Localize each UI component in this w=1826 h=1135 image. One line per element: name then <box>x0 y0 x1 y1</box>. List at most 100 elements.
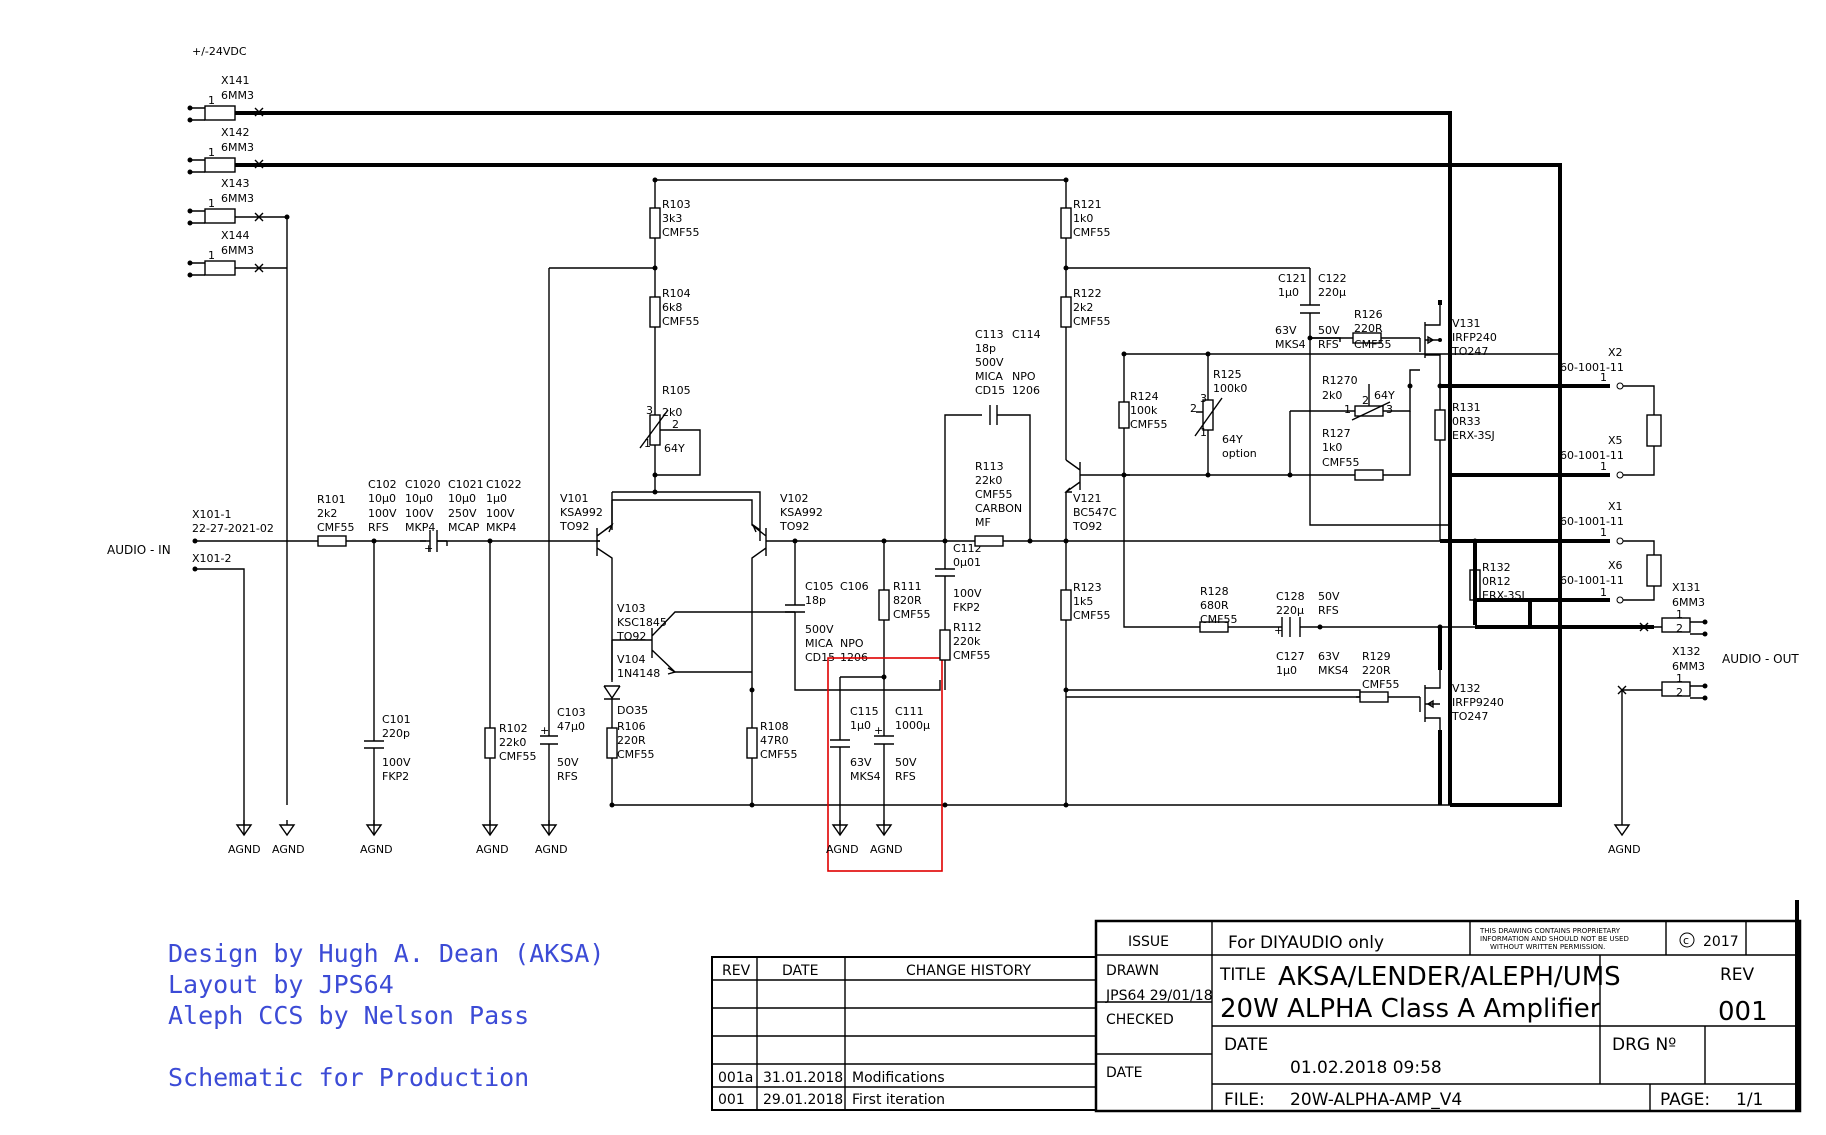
credit-ccs: Aleph CCS by Nelson Pass <box>168 1001 529 1030</box>
svg-text:1: 1 <box>1676 672 1683 685</box>
svg-text:CMF55: CMF55 <box>1354 338 1392 351</box>
r129-resistor: R129 220R CMF55 <box>1066 650 1420 703</box>
svg-text:CD15: CD15 <box>975 384 1005 397</box>
svg-text:20W-ALPHA-AMP_V4: 20W-ALPHA-AMP_V4 <box>1290 1090 1462 1110</box>
svg-text:DO35: DO35 <box>617 704 648 717</box>
svg-text:22k0: 22k0 <box>499 736 526 749</box>
svg-text:1: 1 <box>1600 460 1607 473</box>
r122-resistor: R122 2k2 CMF55 <box>1060 265 1310 460</box>
svg-text:0R12: 0R12 <box>1482 575 1511 588</box>
svg-text:X101-1: X101-1 <box>192 508 232 521</box>
r101-resistor: R101 2k2 CMF55 <box>317 493 355 547</box>
svg-text:29.01.2018: 29.01.2018 <box>763 1092 843 1108</box>
svg-text:60-1001-11: 60-1001-11 <box>1560 574 1624 587</box>
svg-text:MICA: MICA <box>805 637 833 650</box>
connector-x144: X144 6MM3 12 <box>187 229 254 278</box>
svg-text:220R: 220R <box>1362 664 1391 677</box>
svg-text:FILE:: FILE: <box>1224 1090 1265 1110</box>
svg-text:TO92: TO92 <box>616 630 646 643</box>
svg-text:X6: X6 <box>1608 559 1623 572</box>
svg-text:X141: X141 <box>221 74 250 87</box>
svg-text:2017: 2017 <box>1703 934 1739 950</box>
svg-text:R132: R132 <box>1482 561 1511 574</box>
svg-text:TO92: TO92 <box>1072 520 1102 533</box>
svg-text:R131: R131 <box>1452 401 1481 414</box>
svg-text:CHECKED: CHECKED <box>1106 1012 1174 1028</box>
input-coupling-caps: + <box>371 530 600 555</box>
c113-capacitor: C113 18p 500V MICA CD15 C114 NPO 1206 <box>944 328 1041 541</box>
svg-text:220p: 220p <box>382 727 410 740</box>
svg-text:R127: R127 <box>1322 427 1351 440</box>
svg-text:100k0: 100k0 <box>1213 382 1247 395</box>
r123-resistor: R123 1k5 CMF55 <box>1060 538 1111 805</box>
svg-text:1: 1 <box>1200 426 1207 439</box>
svg-text:V131: V131 <box>1452 317 1481 330</box>
svg-text:INFORMATION AND SHOULD NOT BE: INFORMATION AND SHOULD NOT BE USED <box>1480 935 1629 943</box>
svg-text:AGND: AGND <box>272 843 305 856</box>
svg-text:JPS64 29/01/18: JPS64 29/01/18 <box>1105 988 1213 1004</box>
svg-text:10µ0: 10µ0 <box>448 492 476 505</box>
c101-capacitor: C101 220p 100V FKP2 <box>364 541 411 835</box>
svg-text:KSA992: KSA992 <box>560 506 603 519</box>
svg-text:C105: C105 <box>805 580 834 593</box>
svg-text:0R33: 0R33 <box>1452 415 1481 428</box>
svg-text:R129: R129 <box>1362 650 1391 663</box>
svg-text:R111: R111 <box>893 580 922 593</box>
r127-resistor: R127 1k0 CMF55 <box>1287 411 1411 481</box>
r102-resistor: R102 22k0 CMF55 <box>484 541 537 835</box>
svg-text:1µ0: 1µ0 <box>850 719 871 732</box>
svg-text:V104: V104 <box>617 653 646 666</box>
svg-text:X5: X5 <box>1608 434 1623 447</box>
svg-text:DATE: DATE <box>1106 1065 1142 1081</box>
svg-text:1N4148: 1N4148 <box>617 667 660 680</box>
r108-resistor: R108 47R0 CMF55 <box>746 682 798 808</box>
svg-text:C1021: C1021 <box>448 478 484 491</box>
svg-text:+: + <box>424 542 433 555</box>
svg-text:MKS4: MKS4 <box>1318 664 1349 677</box>
c105-capacitor: C105 18p 500V MICA CD15 C106 NPO 1206 <box>785 538 941 691</box>
v131-mosfet: V131 IRFP240 TO247 <box>1419 305 1497 375</box>
svg-text:1µ0: 1µ0 <box>486 492 507 505</box>
svg-text:R106: R106 <box>617 720 646 733</box>
svg-text:ISSUE: ISSUE <box>1128 934 1169 950</box>
svg-text:6MM3: 6MM3 <box>221 244 254 257</box>
svg-text:2k0: 2k0 <box>1322 389 1342 402</box>
c121-c122-capacitors: C121 1µ0 63V MKS4 C122 220µ 50V RFS <box>1275 268 1347 351</box>
svg-text:1k5: 1k5 <box>1073 595 1093 608</box>
svg-text:+: + <box>540 724 549 737</box>
c111-capacitor: + C111 1000µ 50V RFS <box>874 677 930 835</box>
svg-text:100V: 100V <box>368 507 397 520</box>
svg-text:6MM3: 6MM3 <box>221 192 254 205</box>
svg-text:TO92: TO92 <box>559 520 589 533</box>
svg-text:2k0: 2k0 <box>662 406 682 419</box>
c102-labels: C102 10µ0 100V RFS <box>368 478 397 534</box>
v103-transistor: V103 KSC1845 TO92 <box>611 580 795 680</box>
svg-text:64Y: 64Y <box>1222 433 1243 446</box>
svg-text:CMF55: CMF55 <box>760 748 798 761</box>
connector-x2: X2 60-1001-11 1 <box>1560 346 1624 390</box>
connector-x1: X1 60-1001-11 1 <box>1560 500 1624 545</box>
svg-text:R105: R105 <box>662 384 691 397</box>
svg-text:63V: 63V <box>1318 650 1340 663</box>
svg-text:REV: REV <box>722 963 751 979</box>
svg-text:CMF55: CMF55 <box>1073 609 1111 622</box>
svg-text:C114: C114 <box>1012 328 1041 341</box>
svg-text:1: 1 <box>208 249 215 262</box>
svg-text:CMF55: CMF55 <box>1073 226 1111 239</box>
svg-text:THIS DRAWING CONTAINS PROPRIET: THIS DRAWING CONTAINS PROPRIETARY <box>1479 927 1621 935</box>
svg-text:C102: C102 <box>368 478 397 491</box>
svg-text:FKP2: FKP2 <box>382 770 409 783</box>
svg-text:R104: R104 <box>662 287 691 300</box>
svg-text:BC547C: BC547C <box>1073 506 1117 519</box>
svg-text:220µ: 220µ <box>1276 604 1304 617</box>
svg-text:CMF55: CMF55 <box>1200 613 1238 626</box>
svg-text:CMF55: CMF55 <box>1362 678 1400 691</box>
c112-capacitor: C112 0µ01 100V FKP2 <box>935 538 982 630</box>
svg-text:220R: 220R <box>617 734 646 747</box>
connector-x5: X5 60-1001-11 1 <box>1560 434 1624 479</box>
svg-text:C101: C101 <box>382 713 411 726</box>
svg-text:680R: 680R <box>1200 599 1229 612</box>
c1020-labels: C1020 10µ0 100V MKP4 <box>405 478 441 534</box>
svg-text:R102: R102 <box>499 722 528 735</box>
svg-text:01.02.2018 09:58: 01.02.2018 09:58 <box>1290 1058 1442 1078</box>
